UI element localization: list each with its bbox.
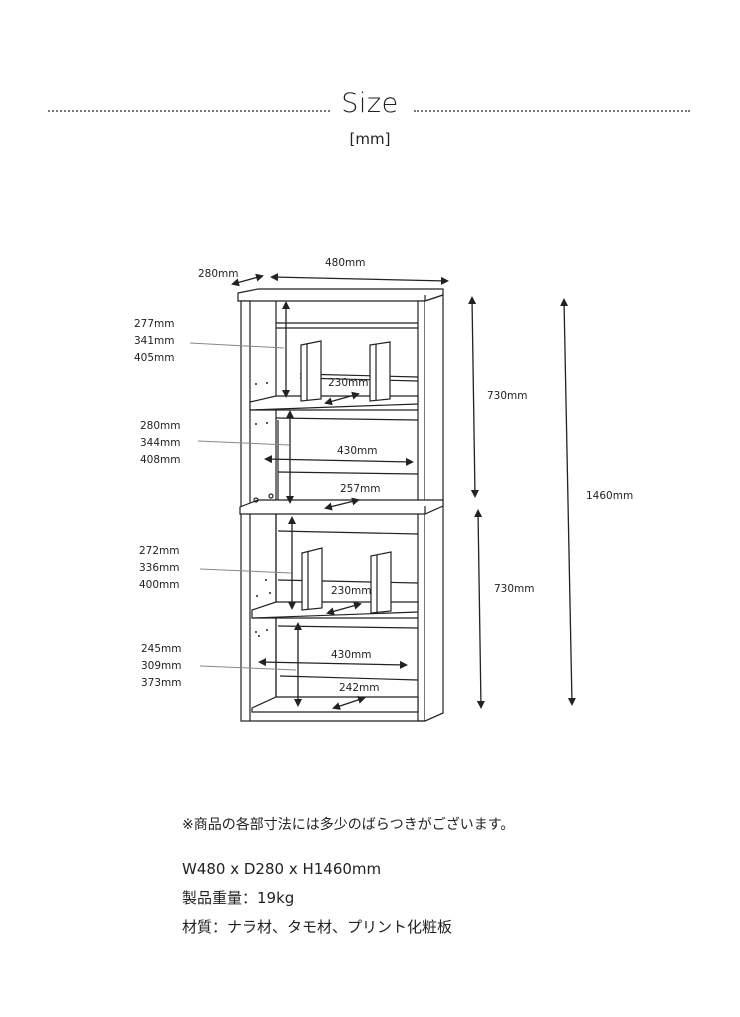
dotted-divider-right (414, 110, 690, 112)
shelf1-depth-label: 230mm (328, 377, 369, 389)
unit-label: [mm] (349, 130, 391, 148)
shelf2-width-label: 430mm (337, 445, 378, 457)
shelf3-depth-arrow (326, 601, 362, 616)
shelf4-depth-arrow (332, 696, 366, 710)
shelf2-height-label-2: 344mm (140, 437, 181, 449)
shelf4-height-label-2: 309mm (141, 660, 182, 672)
weight-text: 製品重量：19kg (182, 889, 295, 907)
lower-height-arrow (474, 509, 485, 709)
shelf4-width-arrow (258, 658, 408, 669)
disclaimer-text: ※商品の各部寸法には多少のばらつきがございます。 (182, 817, 515, 833)
depth-arrow (231, 273, 264, 287)
shelf-board-3 (251, 601, 419, 619)
shelf4-height-label-1: 245mm (141, 643, 182, 655)
bookends-lower (301, 547, 392, 614)
shelf1-height-label-1: 277mm (134, 318, 175, 330)
shelf3-height-label-3: 400mm (139, 579, 180, 591)
leader-lines (189, 342, 297, 671)
product-notes: ※商品の各部寸法には多少のばらつきがございます。 W480 x D280 x H… (182, 815, 514, 942)
shelf1-depth-arrow (324, 391, 360, 406)
shelf-dimension-diagram: 280mm 480mm 277mm 341mm 405mm 230mm 280m… (134, 257, 633, 722)
dimensions-text: W480 x D280 x H1460mm (182, 860, 382, 878)
bottom-board (251, 696, 419, 713)
size-header: Size [mm] (0, 88, 740, 162)
shelf2-height-label-1: 280mm (140, 420, 181, 432)
shelf1-height-label-2: 341mm (134, 335, 175, 347)
dimension-arrows (231, 273, 576, 710)
depth-label: 280mm (198, 268, 239, 280)
shelf4-height-label-3: 373mm (141, 677, 182, 689)
shelf2-depth-arrow (324, 497, 360, 511)
shelf4-depth-label: 242mm (339, 682, 380, 694)
shelf-unit-drawing (237, 288, 444, 722)
shelf2-depth-label: 257mm (340, 483, 381, 495)
material-text: 材質：ナラ材、タモ材、プリント化粧板 (182, 918, 453, 936)
shelf3-height-label-2: 336mm (139, 562, 180, 574)
shelf-board-1 (249, 395, 419, 411)
shelf3-depth-label: 230mm (331, 585, 372, 597)
total-height-arrow (560, 298, 576, 706)
dotted-divider-left (48, 110, 330, 112)
peg-holes (255, 382, 271, 637)
width-arrow (270, 273, 449, 285)
upper-height-arrow (468, 296, 479, 498)
lower-height-label: 730mm (494, 583, 535, 595)
shelf1-height-label-3: 405mm (134, 352, 175, 364)
middle-joint-board (239, 499, 444, 515)
total-height-label: 1460mm (586, 490, 633, 502)
upper-height-label: 730mm (487, 390, 528, 402)
width-label: 480mm (325, 257, 366, 269)
top-board (237, 288, 444, 302)
bookends-upper (300, 340, 391, 402)
section-title: Size (341, 88, 399, 119)
shelf3-height-label-1: 272mm (139, 545, 180, 557)
shelf2-height-label-3: 408mm (140, 454, 181, 466)
shelf2-width-arrow (264, 455, 414, 466)
shelf4-width-label: 430mm (331, 649, 372, 661)
